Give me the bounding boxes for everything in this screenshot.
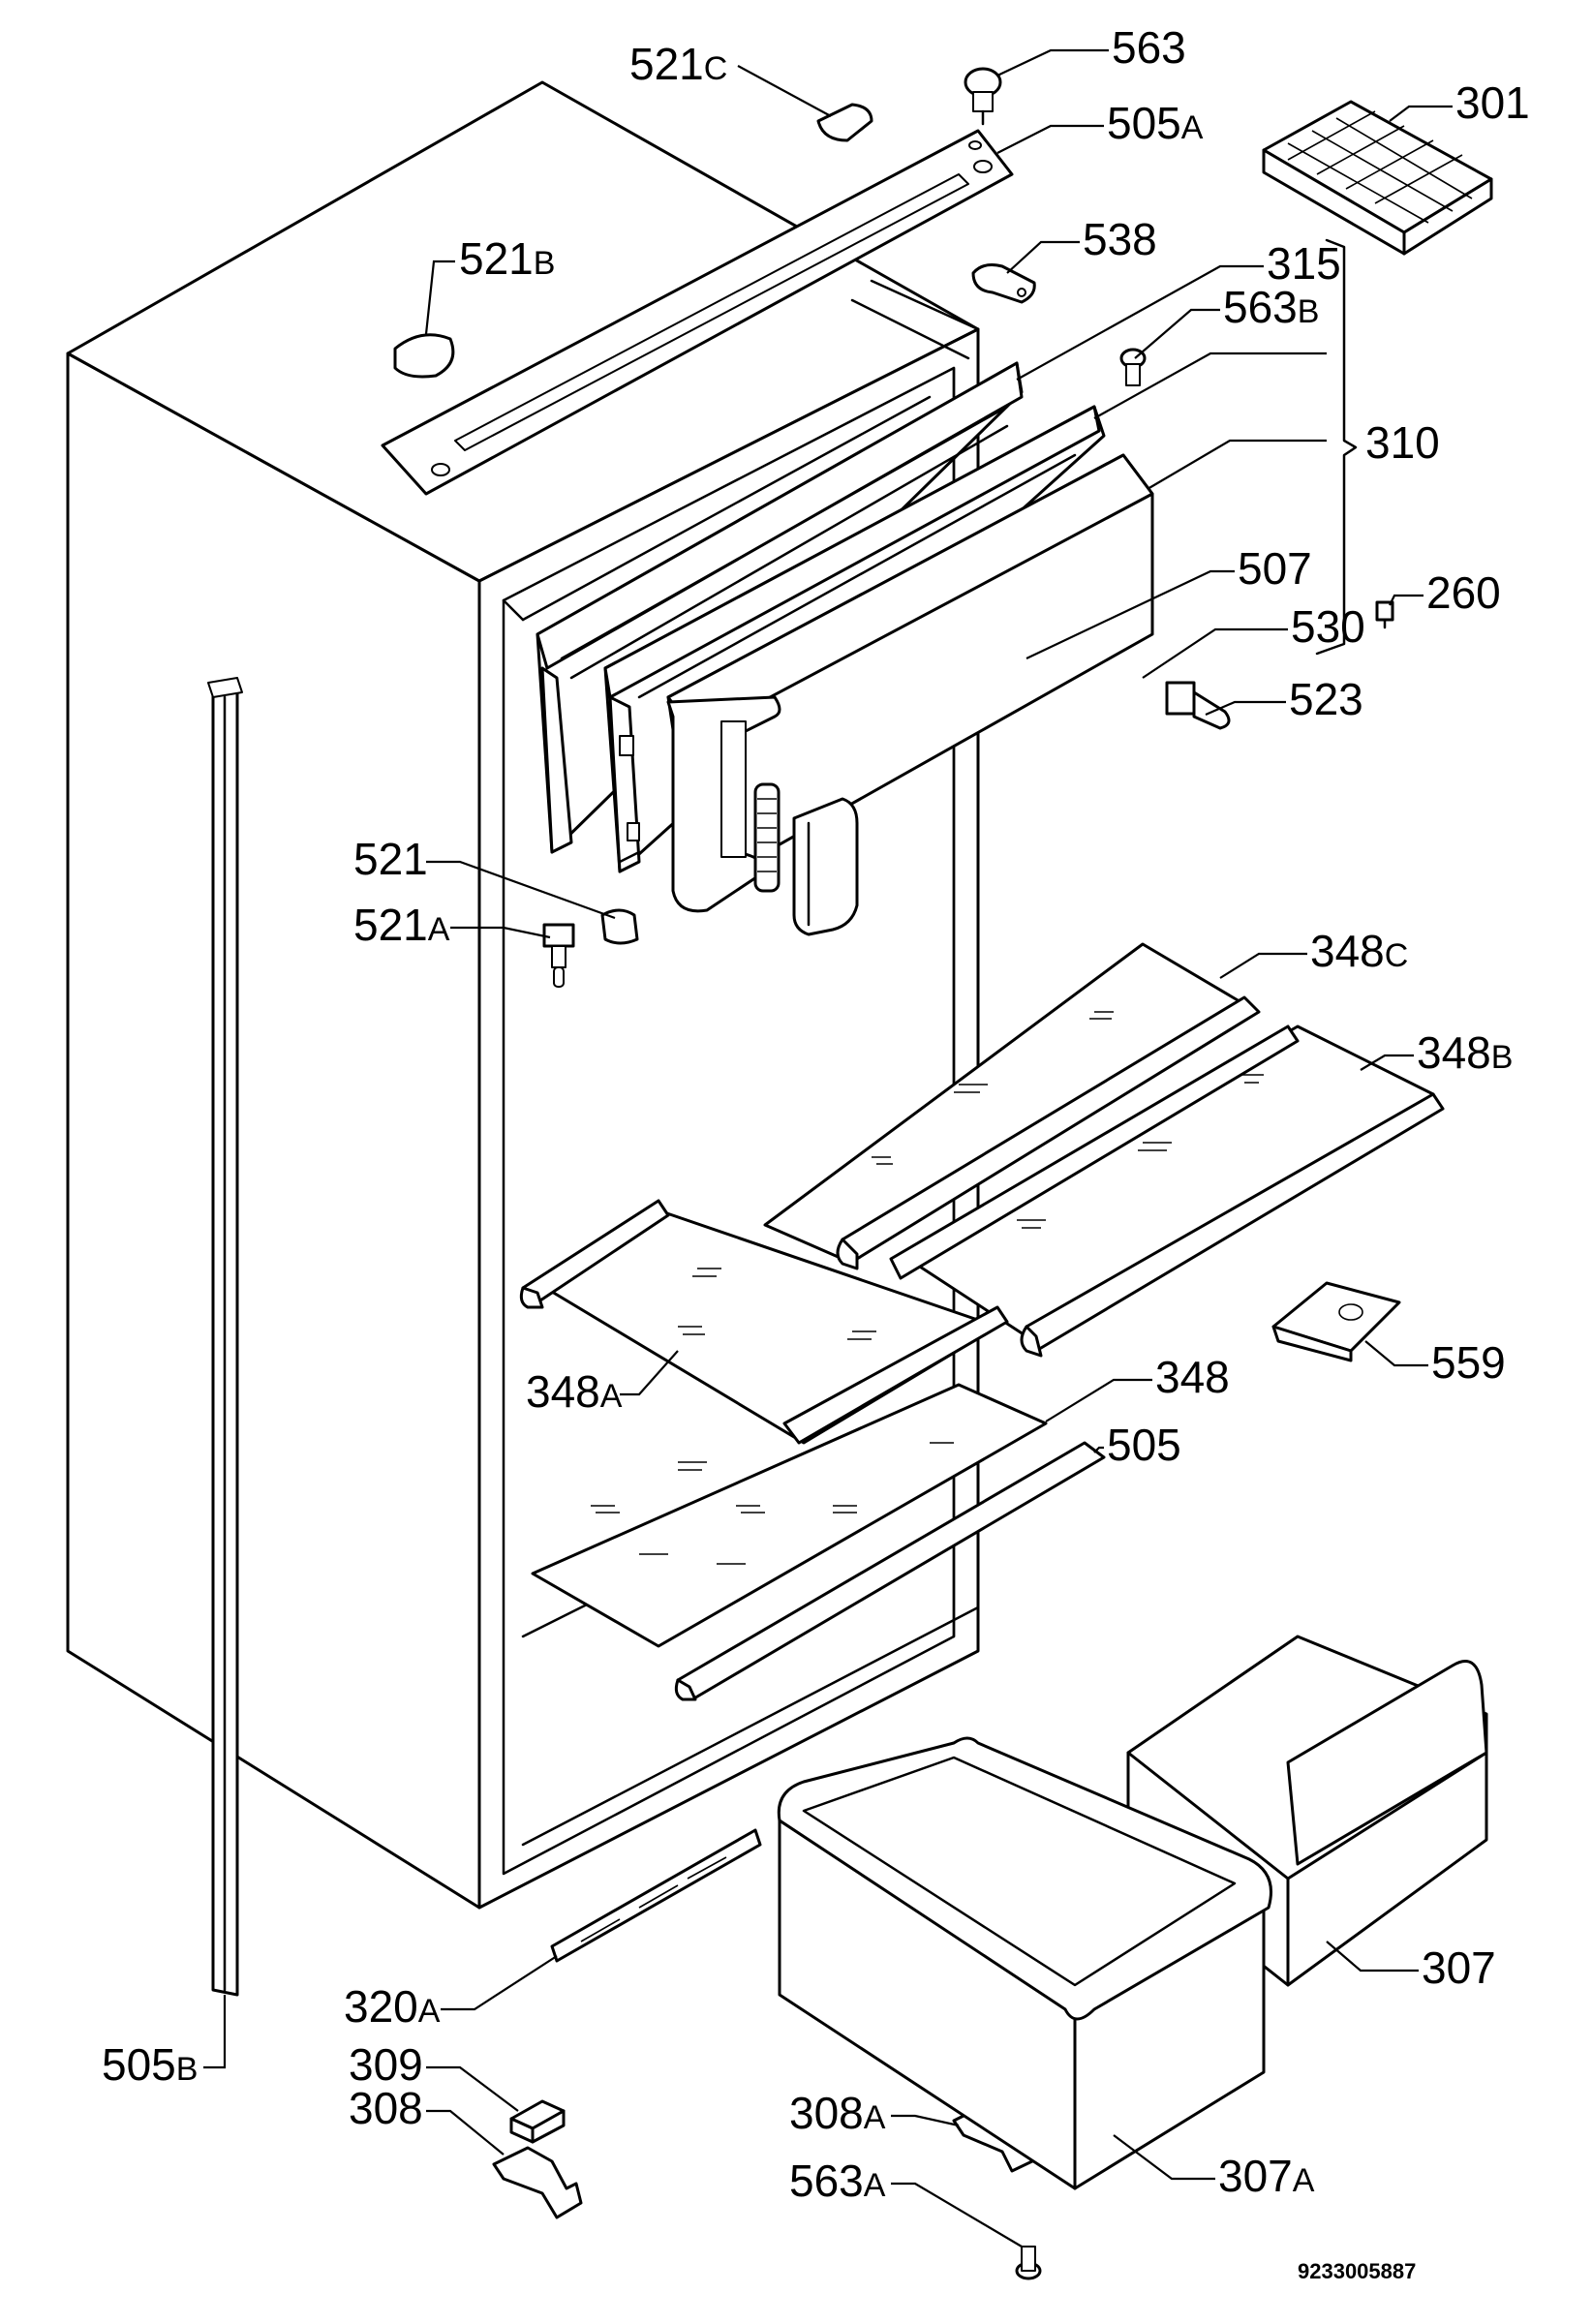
group-bracket-310 [1315,238,1358,656]
label-563b: 563B [1223,282,1319,332]
clip-309 [509,2099,566,2144]
bracket-308 [492,2146,583,2219]
screw-563 [964,67,1002,126]
cap-521 [600,908,639,945]
label-505: 505 [1107,1420,1181,1470]
screw-563b [1119,348,1147,386]
shelf-348c [763,942,1261,1270]
label-521: 521 [353,834,428,884]
clip-260 [1375,600,1394,629]
label-320a: 320A [344,1981,441,2032]
cabinet-body [66,80,980,1910]
shelf-348a [519,1199,1009,1445]
label-563: 563 [1112,22,1186,73]
label-260: 260 [1426,567,1501,618]
drawing-code: 9233005887 [1298,2259,1416,2283]
part-labels: 521C 563 505A 301 521B 538 315 563B 310 … [102,22,1530,2283]
label-505a: 505A [1107,98,1204,148]
bracket-538 [971,263,1036,304]
label-530: 530 [1291,601,1365,652]
door-strip-505b [207,677,243,1997]
cap-521c [816,103,873,142]
label-315: 315 [1267,238,1341,289]
label-348a: 348A [526,1366,623,1417]
label-521c: 521C [629,39,727,89]
label-563a: 563A [789,2156,886,2206]
label-309: 309 [349,2039,423,2090]
bin-307a [777,1736,1272,2190]
label-559: 559 [1431,1337,1506,1388]
shelf-348 [531,1383,1048,1648]
label-308a: 308A [789,2088,886,2138]
label-348: 348 [1155,1352,1230,1402]
label-507: 507 [1238,543,1312,594]
label-348b: 348B [1417,1027,1513,1078]
ice-tray-301 [1262,100,1493,256]
label-307: 307 [1422,1942,1496,1993]
door-handle-frame [666,695,781,913]
hinge-523 [1165,681,1231,730]
label-521a: 521A [353,900,450,950]
leader-lines [203,48,1453,2248]
screw-563a [1015,2246,1042,2280]
rail-320a [550,1828,762,1963]
label-505b: 505B [102,2039,198,2090]
label-307a: 307A [1218,2151,1315,2201]
spring-hinge [753,782,781,893]
top-hinge-strip [381,129,1014,496]
label-301: 301 [1455,77,1530,128]
label-523: 523 [1289,674,1363,724]
label-308: 308 [349,2083,423,2133]
shelf-348b [889,1024,1445,1358]
cap-521b [393,333,455,379]
label-348c: 348C [1310,926,1408,976]
label-538: 538 [1083,214,1157,264]
label-521b: 521B [459,233,555,284]
lamp-cover-559 [1271,1281,1401,1362]
handle-piece [792,797,859,936]
label-310: 310 [1365,417,1440,468]
rail-505 [674,1441,1106,1701]
hinge-pin-521a [542,923,575,988]
